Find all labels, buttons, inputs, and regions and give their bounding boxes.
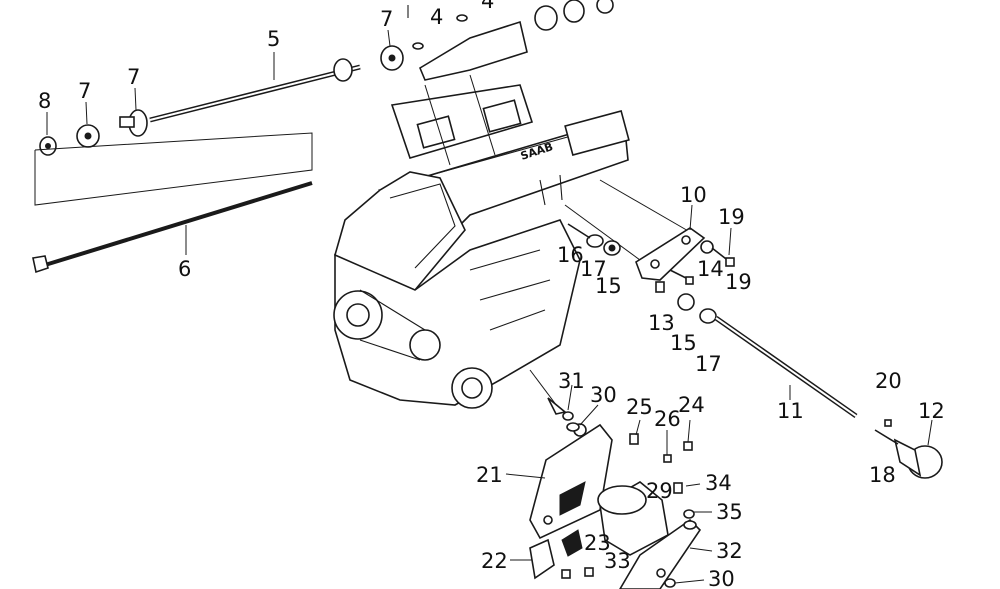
lower-mount-21 [529,423,613,540]
label-7-top: 7 [380,7,393,31]
mount-bracket-10 [567,223,735,324]
small-parts-lower [529,411,697,588]
rod-6 [32,181,313,274]
label-17-lower: 17 [695,352,722,376]
label-10: 10 [680,183,707,207]
label-32: 32 [716,539,743,563]
label-21: 21 [476,463,503,487]
label-7-mid: 7 [127,65,140,89]
damper-12 [874,419,943,479]
label-4-top-a: 4 [430,5,443,29]
rubber-mount-29 [597,481,669,556]
label-30-top: 30 [590,383,617,407]
label-7-left: 7 [78,79,91,103]
label-16: 16 [557,243,584,267]
label-19-top: 19 [718,205,745,229]
bracket-32 [619,518,702,589]
label-30-bottom: 30 [708,567,735,589]
label-25: 25 [626,395,653,419]
exhaust-manifold [390,84,534,159]
engine-block: SAAB [333,110,630,409]
leader-lines [46,29,933,584]
label-33: 33 [604,549,631,573]
label-23: 23 [584,531,611,555]
label-26: 26 [654,407,681,431]
label-4-top-b: 4 [481,0,494,13]
label-22: 22 [481,549,508,573]
label-13: 13 [648,311,675,335]
label-19-right: 19 [725,270,752,294]
label-29: 29 [646,479,673,503]
label-8: 8 [38,89,51,113]
label-15-top: 15 [595,274,622,298]
rod-assembly-5 [39,45,404,156]
label-17-top: 17 [580,257,607,281]
rod-11 [714,315,858,419]
label-35: 35 [716,500,743,524]
label-15-lower: 15 [670,331,697,355]
label-34: 34 [705,471,732,495]
label-31: 31 [558,369,585,393]
label-24: 24 [678,393,705,417]
label-14: 14 [697,257,724,281]
label-20: 20 [875,369,902,393]
label-18: 18 [869,463,896,487]
label-6: 6 [178,257,191,281]
label-11: 11 [777,399,804,423]
part-labels: 7 4 4 5 7 8 7 6 10 19 16 17 14 19 15 13 … [38,0,945,589]
label-12: 12 [918,399,945,423]
label-5: 5 [267,27,280,51]
upper-bracket [407,0,614,81]
